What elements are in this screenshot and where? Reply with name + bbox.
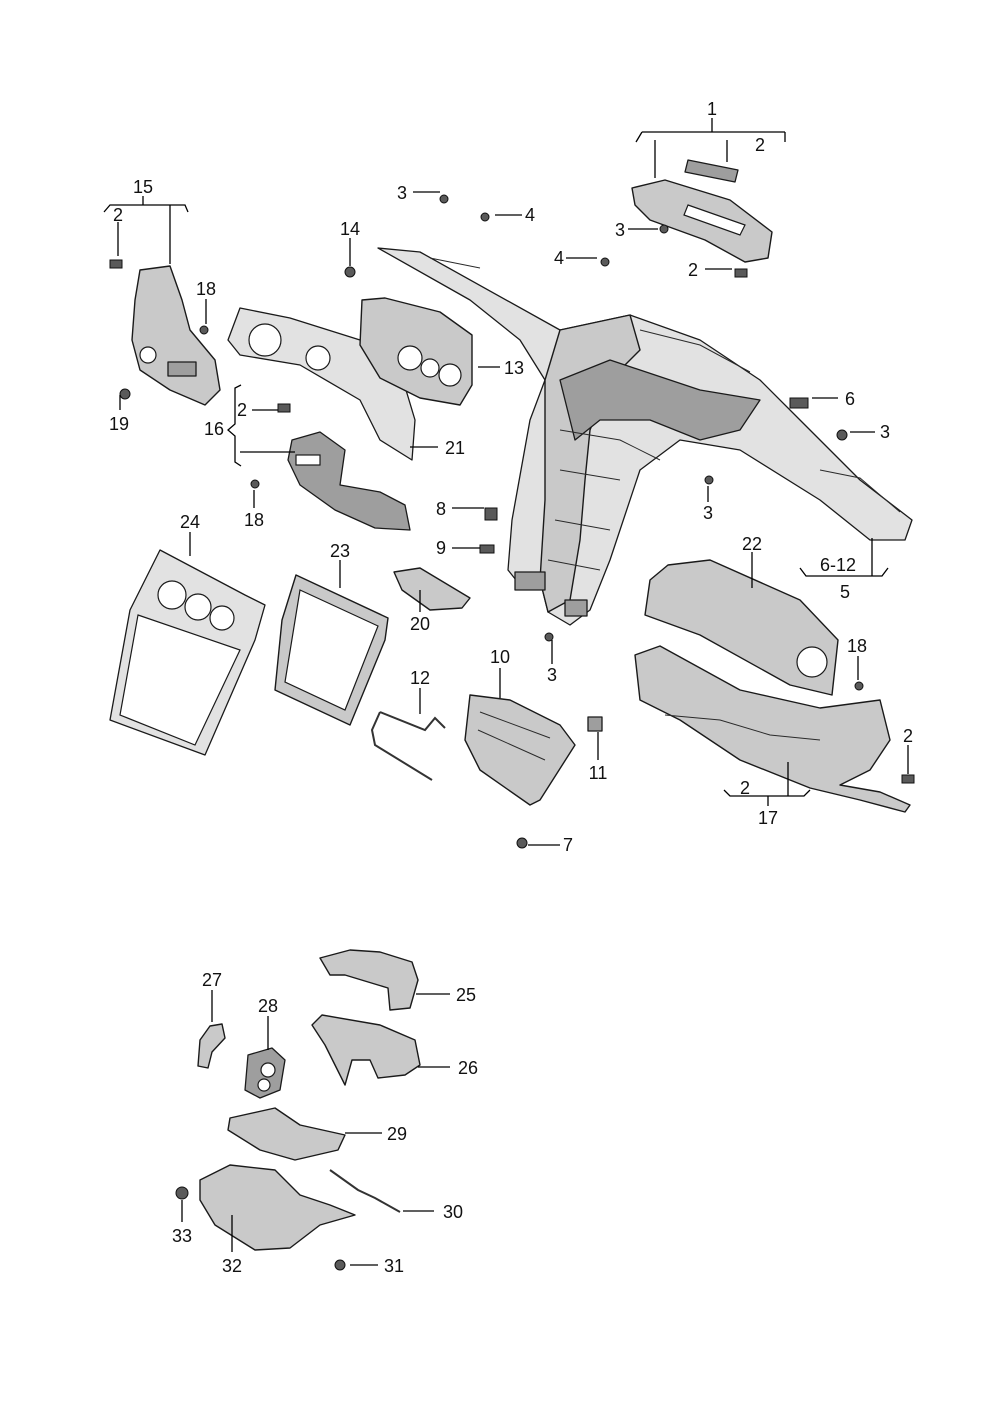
screw-part-31 (334, 1259, 346, 1271)
cluster-housing-part-13 (359, 297, 473, 406)
callout-2: 2 (740, 778, 750, 798)
callout-25: 25 (456, 985, 476, 1005)
callout-6: 6 (845, 389, 855, 409)
callout-5: 5 (840, 582, 850, 602)
callout-21: 21 (445, 438, 465, 458)
callout-2: 2 (113, 205, 123, 225)
callout-3: 3 (615, 220, 625, 240)
callout-3: 3 (703, 503, 713, 523)
glovebox-inner-part-10 (464, 694, 576, 806)
cover-part-25 (319, 949, 419, 1011)
shroud-part-26 (311, 1014, 421, 1086)
harness-part-12 (370, 711, 446, 781)
callout-3: 3 (547, 665, 557, 685)
callout-26: 26 (458, 1058, 478, 1078)
callout-12: 12 (410, 668, 430, 688)
callout-30: 30 (443, 1202, 463, 1222)
callout-23: 23 (330, 541, 350, 561)
callout-28: 28 (258, 996, 278, 1016)
callout-32: 32 (222, 1256, 242, 1276)
lower-panel-part-17 (634, 645, 911, 813)
callout-3: 3 (397, 183, 407, 203)
cluster-surround-part-21 (227, 307, 416, 461)
harness-part-30 (329, 1169, 401, 1213)
callout-17: 17 (758, 808, 778, 828)
callout-11: 11 (589, 763, 608, 783)
callout-18: 18 (196, 279, 216, 299)
callout-6-12: 6-12 (820, 555, 856, 575)
screw-part-33 (175, 1186, 189, 1200)
trim-strip-part-2 (684, 159, 739, 183)
dashboard-carrier (377, 247, 913, 626)
callout-labels: 1 2 3 4 3 4 2 15 2 14 18 13 6 3 19 2 16 … (109, 99, 913, 1276)
callout-2: 2 (237, 400, 247, 420)
callout-20: 20 (410, 614, 430, 634)
callout-8: 8 (436, 499, 446, 519)
callout-16: 16 (204, 419, 224, 439)
lower-shroud-part-32 (199, 1164, 356, 1251)
callout-4: 4 (554, 248, 564, 268)
console-frame-part-23 (274, 574, 389, 726)
fasteners (109, 194, 915, 849)
callout-1: 1 (707, 99, 717, 119)
callout-29: 29 (387, 1124, 407, 1144)
callout-27: 27 (202, 970, 222, 990)
top-trim-part-1 (631, 179, 773, 263)
side-panel-part-15 (131, 265, 221, 406)
callout-33: 33 (172, 1226, 192, 1246)
callout-2: 2 (755, 135, 765, 155)
clip-part-11 (587, 716, 603, 732)
callout-18: 18 (244, 510, 264, 530)
callout-4: 4 (525, 205, 535, 225)
callout-15: 15 (133, 177, 153, 197)
callout-13: 13 (504, 358, 524, 378)
knee-trim-part-16 (287, 431, 411, 531)
callout-31: 31 (384, 1256, 404, 1276)
callout-10: 10 (490, 647, 510, 667)
glovebox-lid-part-22 (644, 559, 839, 696)
callout-2: 2 (903, 726, 913, 746)
trim-part-20 (393, 567, 471, 611)
leader-lines (103, 118, 909, 1266)
callout-14: 14 (340, 219, 360, 239)
callout-22: 22 (742, 534, 762, 554)
trim-part-27 (197, 1023, 226, 1069)
console-bezel-part-24 (109, 549, 266, 756)
cover-part-29 (227, 1107, 346, 1161)
callout-2: 2 (688, 260, 698, 280)
callout-24: 24 (180, 512, 200, 532)
callout-19: 19 (109, 414, 129, 434)
callout-18: 18 (847, 636, 867, 656)
bezel-part-28 (244, 1047, 286, 1099)
callout-9: 9 (436, 538, 446, 558)
callout-7: 7 (563, 835, 573, 855)
callout-3: 3 (880, 422, 890, 442)
